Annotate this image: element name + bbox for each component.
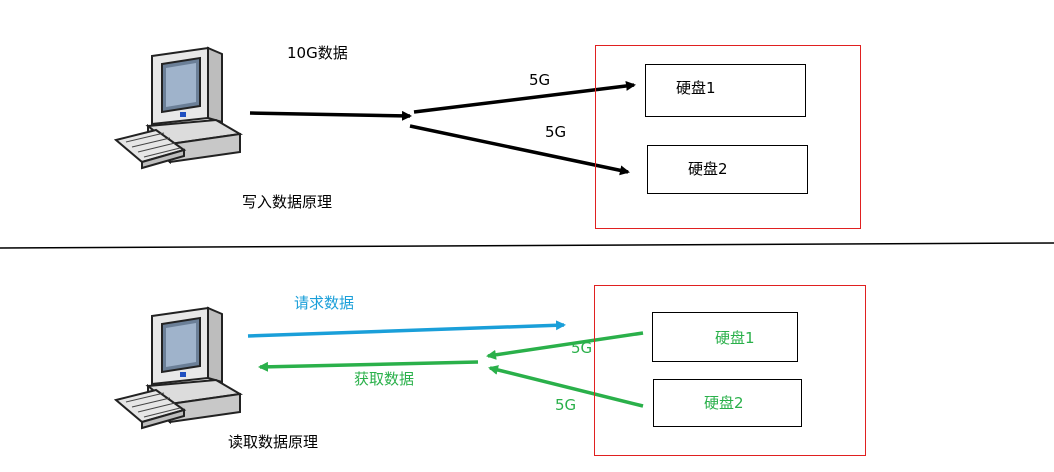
fetch-arrow-to-pc: [258, 360, 479, 372]
fetch-arrow-from-disk1: [486, 331, 644, 360]
write-disk-group: [595, 45, 861, 229]
write-arrow-disk2: [409, 124, 630, 176]
section-divider: [0, 242, 1054, 249]
read-disk2-box: 硬盘2: [653, 379, 802, 427]
read-disk2-label: 硬盘2: [704, 394, 744, 412]
fetch-arrow-from-disk2: [488, 365, 644, 408]
write-disk1-label: 硬盘1: [676, 79, 716, 97]
read-disk-group: [594, 285, 866, 456]
computer-icon: [113, 46, 243, 170]
write-main-arrow: [249, 110, 412, 121]
write-data-size-label: 10G数据: [287, 44, 348, 62]
write-split-label-1: 5G: [529, 71, 551, 89]
request-data-label: 请求数据: [294, 294, 355, 312]
write-split-label-2: 5G: [545, 123, 567, 141]
write-disk2-label: 硬盘2: [688, 160, 728, 178]
read-caption: 读取数据原理: [228, 433, 319, 451]
read-split-label-1: 5G: [571, 339, 593, 357]
read-split-label-2: 5G: [555, 396, 577, 414]
fetch-data-label: 获取数据: [354, 370, 415, 388]
computer-icon: [113, 306, 243, 430]
write-arrow-disk1: [413, 81, 636, 114]
write-disk2-box: 硬盘2: [647, 145, 808, 194]
write-caption: 写入数据原理: [242, 193, 333, 211]
read-disk1-box: 硬盘1: [652, 312, 798, 362]
request-arrow: [247, 320, 566, 338]
write-disk1-box: 硬盘1: [645, 64, 806, 117]
read-disk1-label: 硬盘1: [715, 329, 755, 347]
